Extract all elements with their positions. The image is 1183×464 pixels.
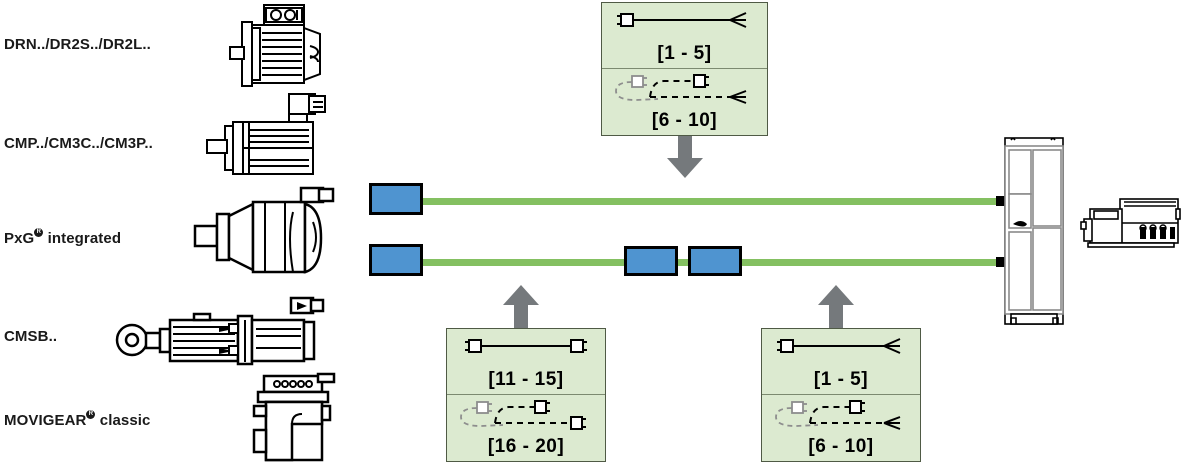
legend-range-label: [1 - 5] xyxy=(813,369,869,390)
product-label-cmp: CMP../CM3C../CM3P.. xyxy=(4,135,153,152)
legend-box-top[interactable]: [1 - 5] xyxy=(601,2,768,136)
product-label-text: DRN../DR2S../DR2L.. xyxy=(4,36,151,53)
registered-trademark-icon: R xyxy=(86,410,96,419)
inline-connector-block-b[interactable] xyxy=(688,246,742,276)
legend-box-bottom-right[interactable]: [1 - 5] xyxy=(761,328,921,462)
legend-range-label: [11 - 15] xyxy=(488,369,564,390)
product-label-drn: DRN../DR2S../DR2L.. xyxy=(4,36,151,53)
cable-terminal-upper xyxy=(996,196,1005,206)
legend-cell-bl-upper: [11 - 15] xyxy=(447,329,605,395)
legend-cell-top-lower: [6 - 10] xyxy=(602,69,767,135)
motor-connector-block-lower[interactable] xyxy=(369,244,423,276)
servo-motor-icon xyxy=(205,92,330,177)
legend-range-label: [6 - 10] xyxy=(808,436,874,457)
product-label-text: CMP../CM3C../CM3P.. xyxy=(4,135,153,152)
legend-range-label: [6 - 10] xyxy=(651,110,718,131)
cable-plug-to-open-ends-branched-symbol xyxy=(762,399,920,433)
power-module-icon xyxy=(1080,197,1181,250)
cable-plug-to-plug-branched-symbol xyxy=(447,399,605,433)
legend-cell-bl-lower: [16 - 20] xyxy=(447,395,605,461)
cable-plug-to-plug-symbol xyxy=(447,333,605,367)
cable-plug-to-open-ends-branched-symbol xyxy=(602,73,767,107)
arrow-up-bottom-left xyxy=(499,283,543,329)
legend-cell-br-lower: [6 - 10] xyxy=(762,395,920,461)
cable-terminal-lower xyxy=(996,257,1005,267)
registered-trademark-icon: R xyxy=(34,228,44,237)
inverter-cabinet-icon xyxy=(1003,136,1071,326)
arrow-down-top xyxy=(663,136,707,180)
green-hybrid-cable-upper xyxy=(412,198,1000,205)
ac-motor-icon xyxy=(228,2,340,88)
legend-range-label: [16 - 20] xyxy=(487,436,565,457)
product-label-suffix: classic xyxy=(95,412,151,429)
legend-box-bottom-left[interactable]: [11 - 15] xyxy=(446,328,606,462)
product-label-suffix: integrated xyxy=(43,230,122,247)
product-label-text: PxG xyxy=(4,230,35,247)
cable-plug-to-open-ends-symbol xyxy=(762,333,920,367)
legend-range-label: [1 - 5] xyxy=(657,43,712,64)
linear-actuator-icon xyxy=(115,296,327,366)
product-label-text: CMSB.. xyxy=(4,328,58,345)
planetary-gear-motor-icon xyxy=(193,186,338,278)
movigear-drive-icon xyxy=(248,372,348,464)
product-label-cmsb: CMSB.. xyxy=(4,328,57,345)
legend-cell-top-upper: [1 - 5] xyxy=(602,3,767,69)
inline-connector-block-a[interactable] xyxy=(624,246,678,276)
product-label-text: MOVIGEAR xyxy=(4,412,87,429)
arrow-up-bottom-right xyxy=(814,283,858,329)
motor-connector-block-upper[interactable] xyxy=(369,183,423,215)
legend-cell-br-upper: [1 - 5] xyxy=(762,329,920,395)
cable-plug-to-open-ends-symbol xyxy=(602,7,767,41)
